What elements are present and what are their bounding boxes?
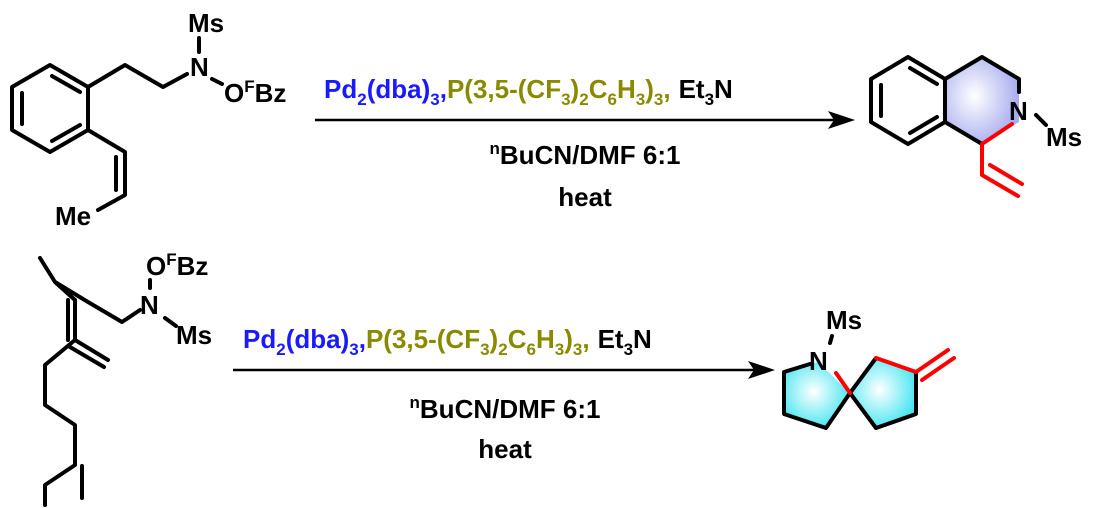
pyrrolidine-ring bbox=[784, 362, 850, 428]
vinyl-group bbox=[980, 142, 1024, 198]
n-label: N bbox=[190, 52, 209, 82]
reagents-line-1: Pd2(dba)3,P(3,5-(CF3)2C6H3)3,Et3N bbox=[324, 74, 733, 109]
temperature-2: heat bbox=[478, 434, 532, 464]
arrowhead-icon bbox=[828, 111, 855, 129]
ms-label: Ms bbox=[188, 8, 224, 38]
n-label: N bbox=[1009, 96, 1028, 126]
ms-label: Ms bbox=[176, 320, 212, 350]
solvent-1: nBuCN/DMF 6:1 bbox=[490, 139, 681, 170]
arrowhead-icon bbox=[748, 361, 775, 379]
ethyl-chain bbox=[86, 63, 189, 89]
cyclopentane-ring bbox=[850, 358, 916, 428]
ms-label: Ms bbox=[826, 305, 862, 335]
reactant-1: Ms N OFBz Me bbox=[10, 8, 286, 231]
product-2: N Ms bbox=[782, 305, 956, 430]
ms-label: Ms bbox=[1046, 122, 1082, 152]
new-bonds bbox=[834, 348, 956, 395]
aromatic-inner-bonds bbox=[20, 74, 82, 143]
new-c-n-bond bbox=[980, 122, 1014, 146]
product-1: N Ms bbox=[869, 55, 1082, 198]
reactant-2: OFBz N Ms bbox=[38, 250, 212, 507]
n-label: N bbox=[809, 346, 828, 376]
solvent-2: nBuCN/DMF 6:1 bbox=[410, 393, 601, 424]
reaction-1-conditions: Pd2(dba)3,P(3,5-(CF3)2C6H3)3,Et3N nBuCN/… bbox=[315, 74, 855, 212]
piperidine-bonds bbox=[943, 55, 1021, 94]
n-label: N bbox=[140, 290, 159, 320]
alkyl-chain bbox=[38, 256, 142, 507]
reagents-line-2: Pd2(dba)3,P(3,5-(CF3)2C6H3)3,Et3N bbox=[243, 324, 652, 359]
me-label: Me bbox=[55, 201, 91, 231]
ofbz-label: OFBz bbox=[224, 77, 286, 108]
ofbz-label: OFBz bbox=[146, 250, 208, 281]
n-o-bond bbox=[210, 77, 224, 86]
propenyl bbox=[86, 128, 127, 212]
reaction-2-conditions: Pd2(dba)3,P(3,5-(CF3)2C6H3)3,Et3N nBuCN/… bbox=[233, 324, 775, 464]
temperature-1: heat bbox=[558, 182, 612, 212]
